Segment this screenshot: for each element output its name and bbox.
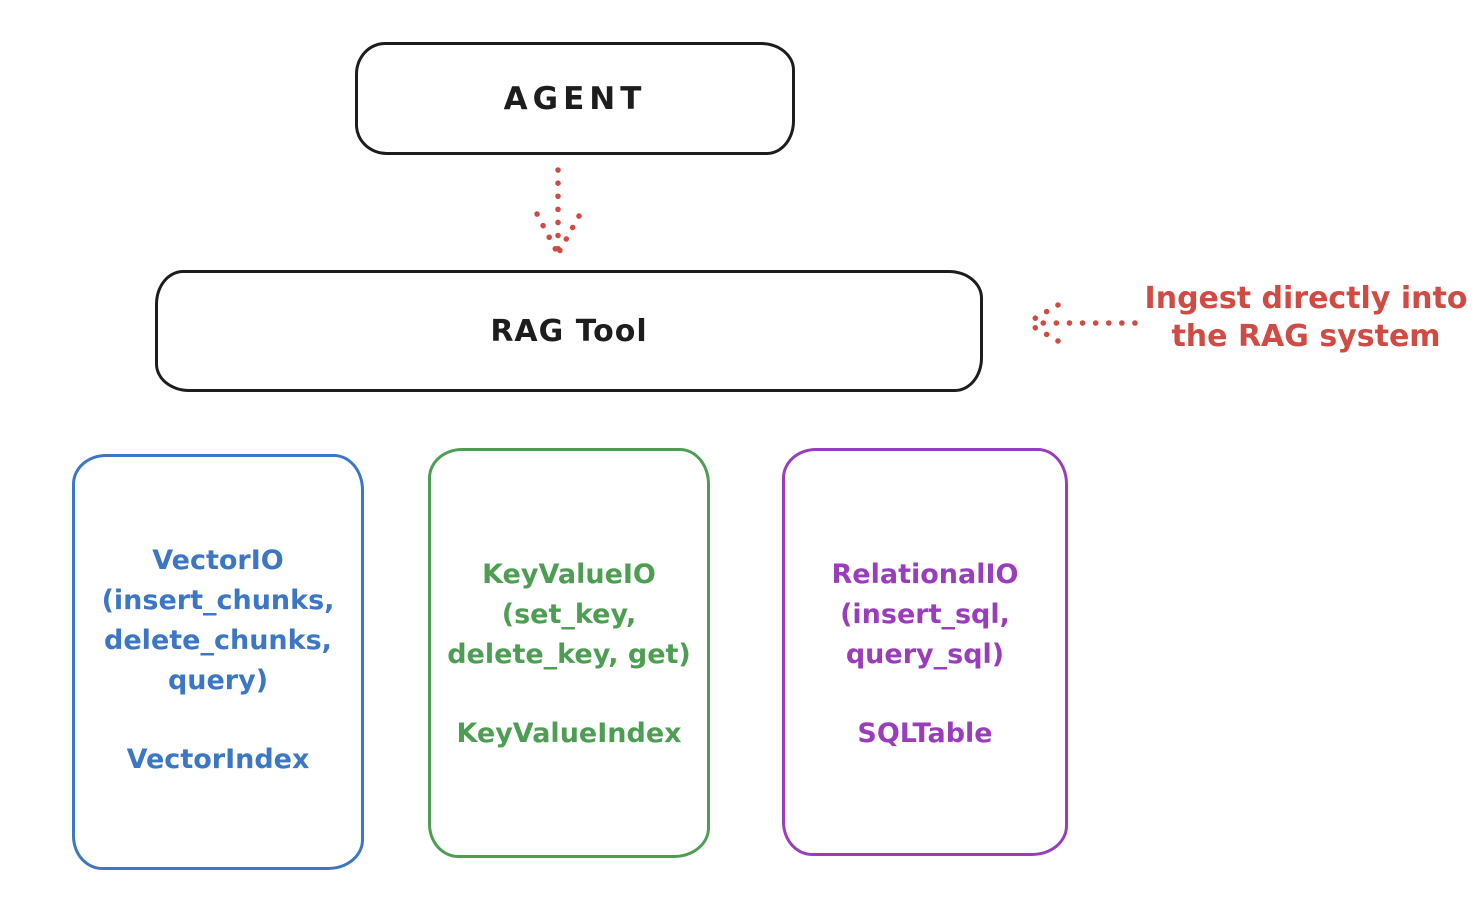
keyvalue-index-label: KeyValueIndex — [456, 718, 682, 749]
ingest-annotation-arrow — [1024, 302, 1138, 344]
rag-tool-box: RAG Tool — [155, 270, 983, 392]
agent-to-ragtool-arrow — [534, 167, 582, 257]
keyvalue-io-box: KeyValueIO (set_key, delete_key, get) Ke… — [428, 448, 710, 858]
agent-box: AGENT — [355, 42, 795, 155]
ingest-annotation-text: Ingest directly into the RAG system — [1144, 281, 1468, 354]
relational-io-box: RelationalIO (insert_sql, query_sql) SQL… — [782, 448, 1068, 856]
relational-io-label: RelationalIO (insert_sql, query_sql) — [831, 559, 1019, 670]
vector-index-label: VectorIndex — [126, 744, 310, 775]
vector-io-box: VectorIO (insert_chunks, delete_chunks, … — [72, 454, 364, 870]
sql-table-label: SQLTable — [857, 718, 993, 749]
keyvalue-io-label: KeyValueIO (set_key, delete_key, get) — [447, 559, 691, 670]
agent-box-label: AGENT — [503, 80, 647, 117]
vector-io-label: VectorIO (insert_chunks, delete_chunks, … — [101, 545, 335, 696]
rag-tool-box-label: RAG Tool — [490, 313, 648, 349]
